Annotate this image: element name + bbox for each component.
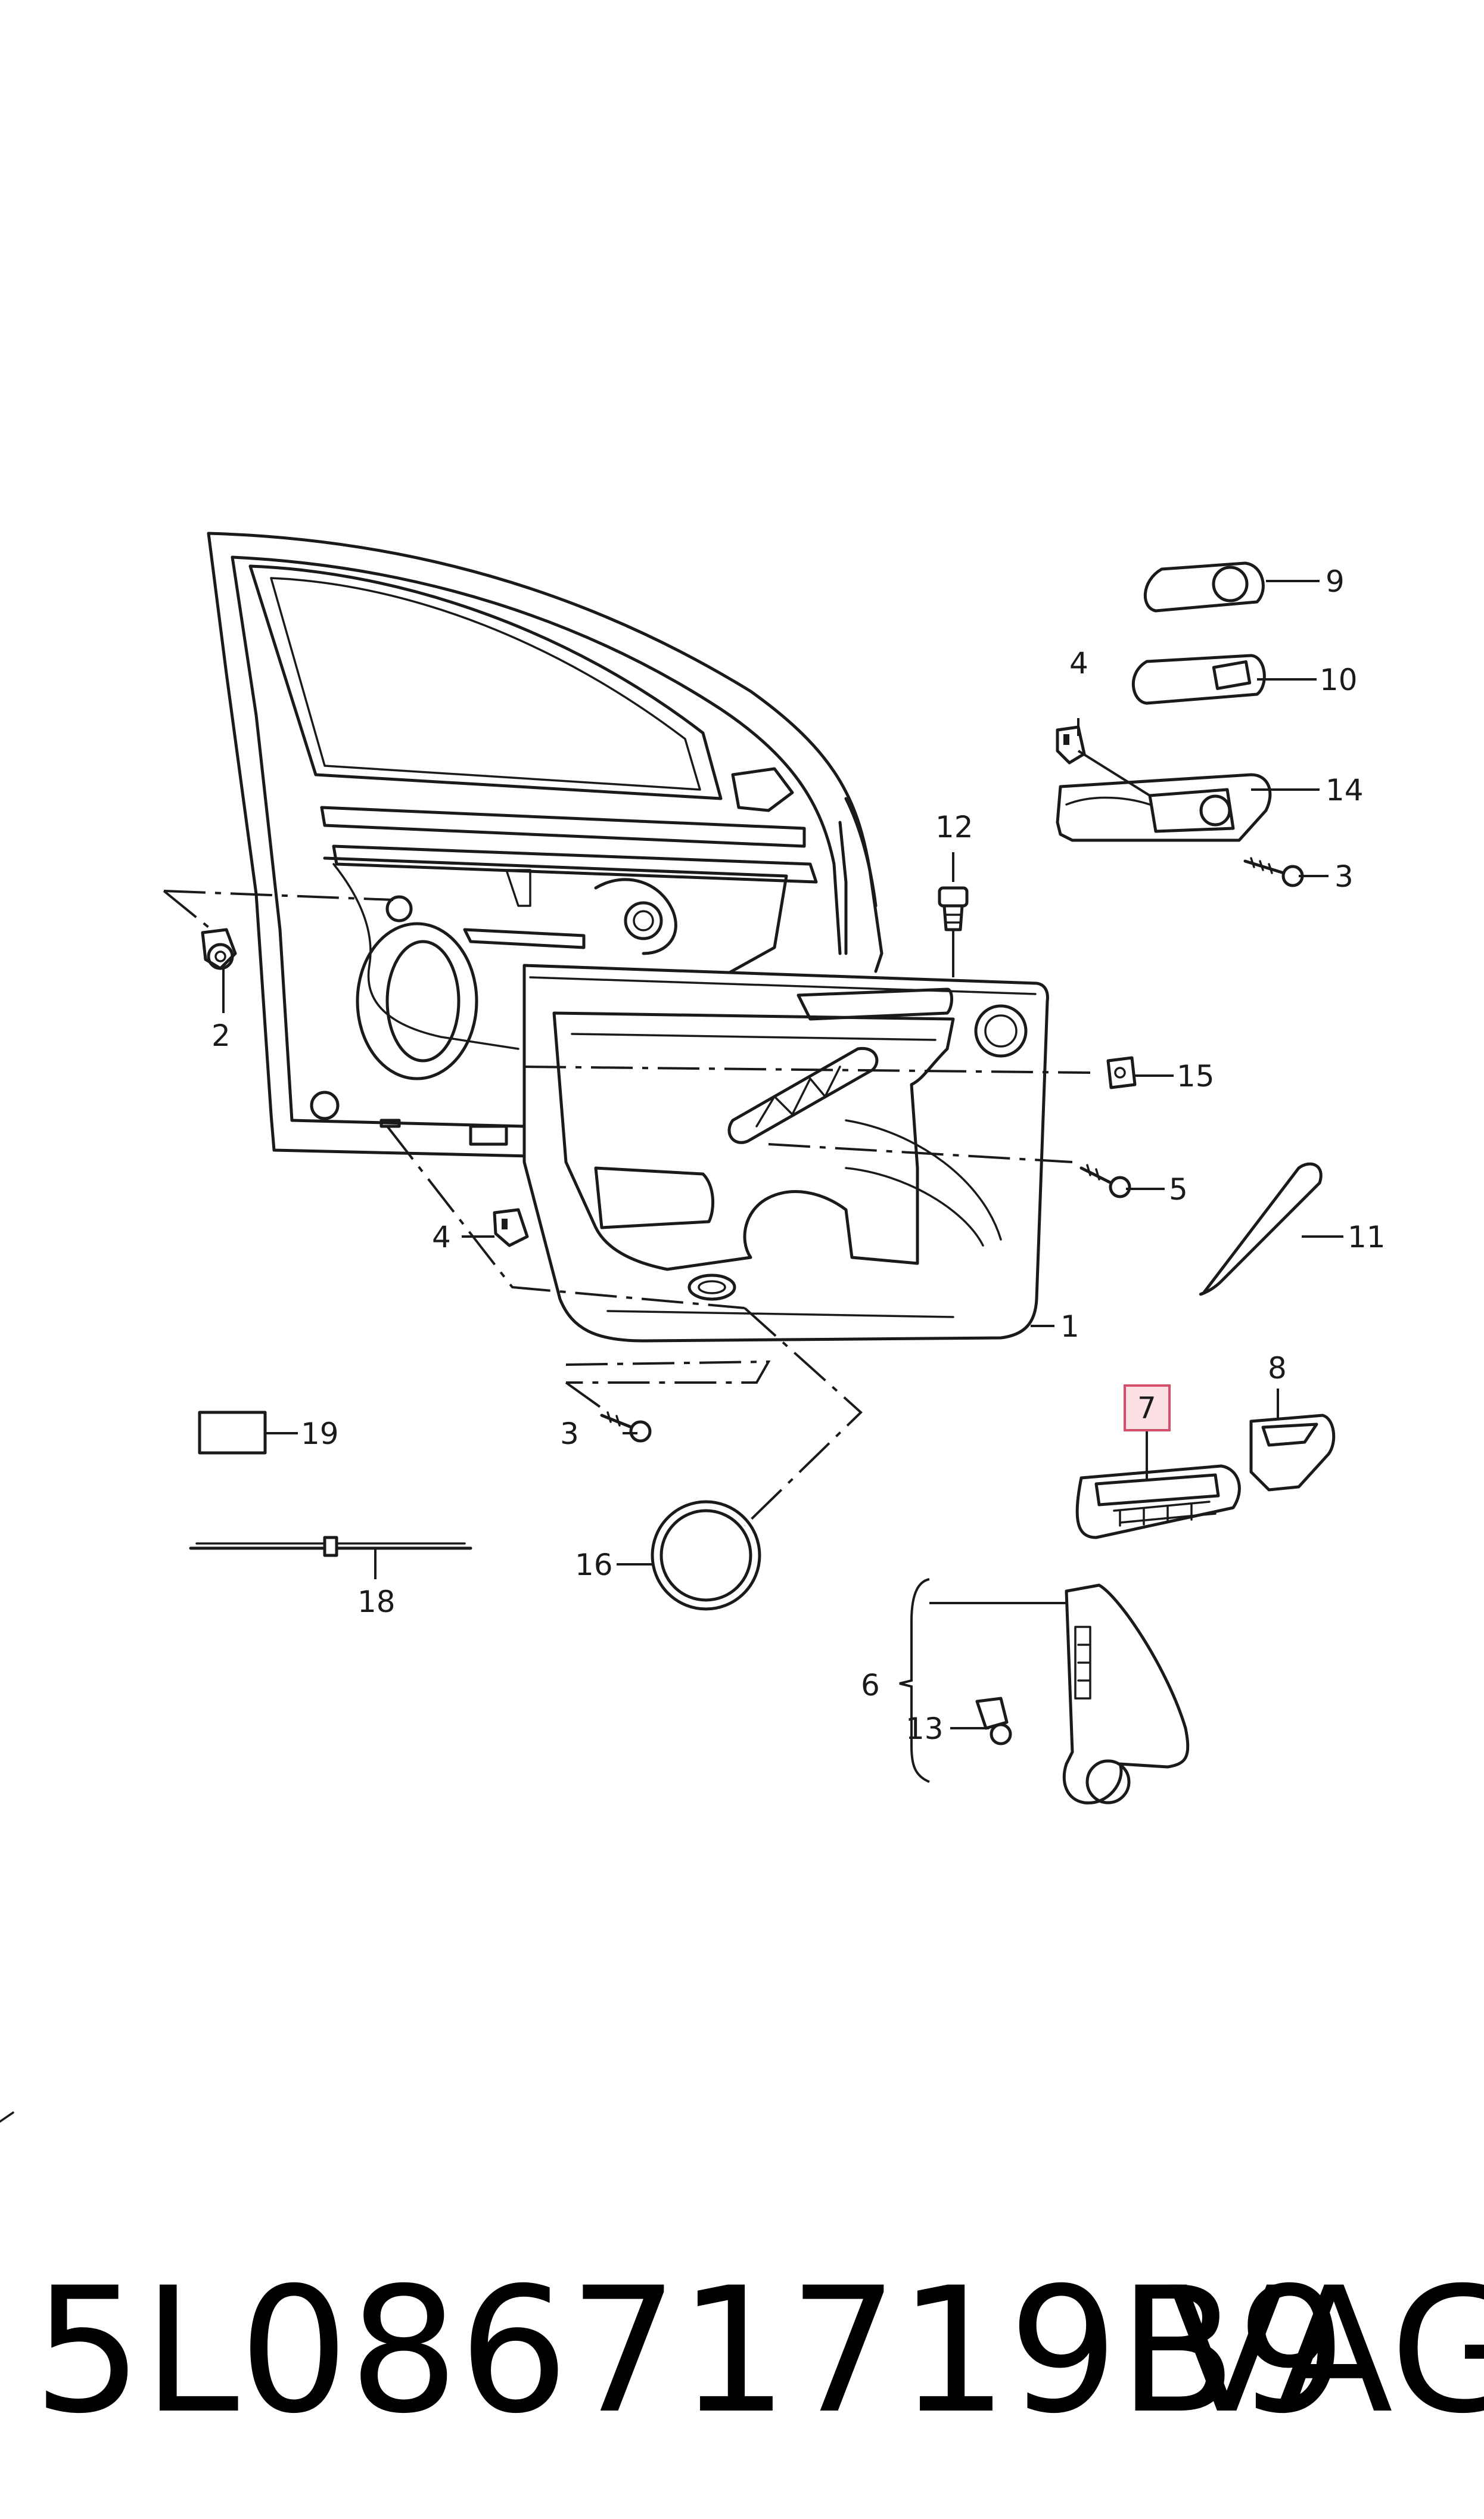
trim-cap-part-9 [1143,561,1265,613]
callout-7: 7 [1137,1391,1156,1425]
callout-6: 6 [861,1668,880,1703]
switch-unit-part-7 [1075,1464,1241,1539]
inner-handle-part-14 [1056,773,1272,842]
label-part-19 [198,1411,267,1455]
bracket-part-6 [899,1578,930,1783]
part-number-text: 5L08671719B9 [33,2251,1347,2452]
clip-part-13 [975,1697,1012,1745]
door-shell [207,532,883,1158]
brand-text: VAG [1168,2251,1484,2452]
callout-9: 9 [1326,564,1345,599]
callout-12: 12 [935,810,973,844]
screw-part-5 [1079,1164,1131,1198]
callout-4-lower: 4 [432,1220,451,1254]
trim-strip-part-11 [1199,1162,1323,1296]
clip-part-2 [201,928,237,970]
callout-8: 8 [1268,1351,1287,1386]
clip-part-4-upper [1056,725,1086,765]
callout-2: 2 [211,1018,231,1053]
speaker-ring-part-16 [651,1500,761,1611]
highlight-box [1124,1384,1171,1431]
callout-13: 13 [906,1712,944,1746]
edge-mark [0,2111,14,2123]
screw-part-3-lower [600,1411,652,1443]
callout-3-lower: 3 [560,1417,579,1451]
callout-labels: 9 10 4 14 3 12 15 5 11 1 4 2 8 7 6 13 3 … [211,564,1386,1746]
armrest-bracket [727,1046,879,1144]
door-trim-panel [522,964,1049,1343]
callout-15: 15 [1177,1059,1215,1094]
callout-10: 10 [1320,663,1358,697]
fastener-part-12 [938,886,969,931]
clip-nut-part-15 [1106,1056,1137,1089]
callout-3-upper: 3 [1334,859,1354,894]
armrest-trim-part-6 [1062,1583,1190,1804]
cover-part-10 [1131,654,1266,705]
callout-18: 18 [357,1585,396,1619]
callout-11: 11 [1348,1220,1386,1254]
leader-lines [222,580,1343,1729]
callout-1: 1 [1060,1309,1079,1344]
switch-bezel-part-8 [1249,1414,1336,1492]
assembly-lines [163,890,1091,1527]
clip-part-4-lower [493,1208,529,1247]
callout-19: 19 [301,1417,339,1451]
screw-part-3-upper [1243,857,1304,887]
callout-16: 16 [575,1548,613,1582]
callout-5: 5 [1169,1172,1188,1207]
callout-14: 14 [1326,773,1364,807]
cable-strap-part-18 [189,1536,472,1557]
callout-4-upper: 4 [1069,646,1088,681]
